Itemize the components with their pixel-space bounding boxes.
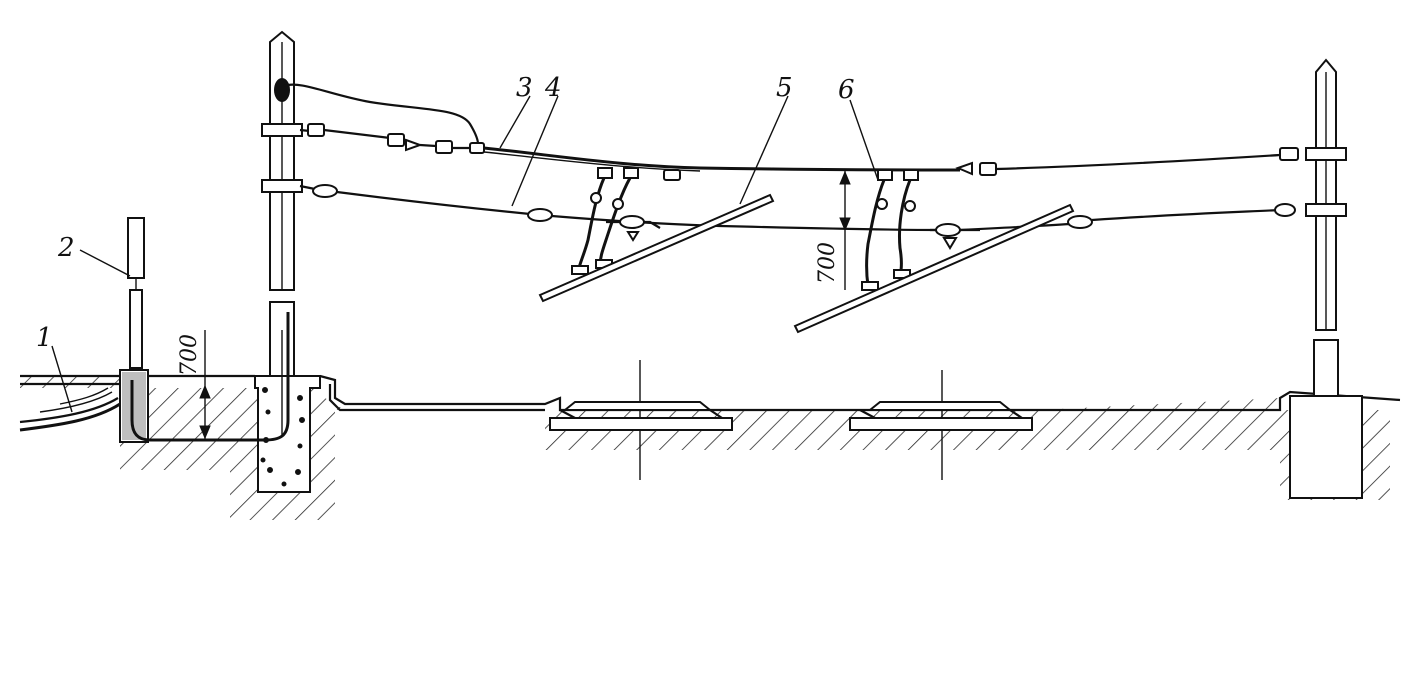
right-pole-lower <box>1313 339 1339 397</box>
cable-trench <box>319 374 1401 412</box>
small-pole <box>119 217 149 443</box>
cable-trench-inner <box>328 384 545 412</box>
ground-soil <box>20 374 1401 520</box>
feeder-jumper <box>283 83 480 145</box>
upper-band-right <box>1305 147 1347 161</box>
right-pole <box>1289 58 1363 499</box>
track-2-sleeper <box>849 417 1033 431</box>
small-pole-body <box>129 289 143 369</box>
left-pole-foundation <box>254 375 321 493</box>
contact-wire-5 <box>538 193 775 303</box>
label-1: 1 <box>36 323 53 353</box>
label-6: 6 <box>838 75 855 105</box>
contact-cross-wire <box>299 184 1296 232</box>
earthing-conductor <box>130 312 290 442</box>
dimension-span-gap: 700 <box>815 170 851 290</box>
lower-band-right <box>1305 203 1347 217</box>
contact-wire-6 <box>793 203 1075 334</box>
dimension-left-depth-value: 700 <box>177 334 202 376</box>
dimension-left-depth: 700 <box>177 330 211 440</box>
track-1-sleeper <box>549 417 733 431</box>
upper-band-left <box>261 123 303 137</box>
track-1 <box>549 360 733 480</box>
soil-left <box>20 376 1390 520</box>
callout-leaders <box>51 95 879 413</box>
feeder-insulator <box>274 78 290 102</box>
label-2: 2 <box>57 233 75 263</box>
label-5: 5 <box>776 73 793 103</box>
track-2-contact-assembly <box>793 169 1075 334</box>
right-pole-foundation <box>1289 395 1363 499</box>
track-1-contact-assembly <box>538 167 775 303</box>
label-3: 3 <box>516 73 533 103</box>
track-2 <box>849 370 1033 480</box>
small-pole-top <box>127 217 145 279</box>
catenary-messenger-wire <box>299 123 1299 181</box>
left-pole <box>130 30 321 493</box>
dimension-span-gap-value: 700 <box>815 242 840 284</box>
label-4: 4 <box>544 73 562 103</box>
lower-band-left <box>261 179 303 193</box>
